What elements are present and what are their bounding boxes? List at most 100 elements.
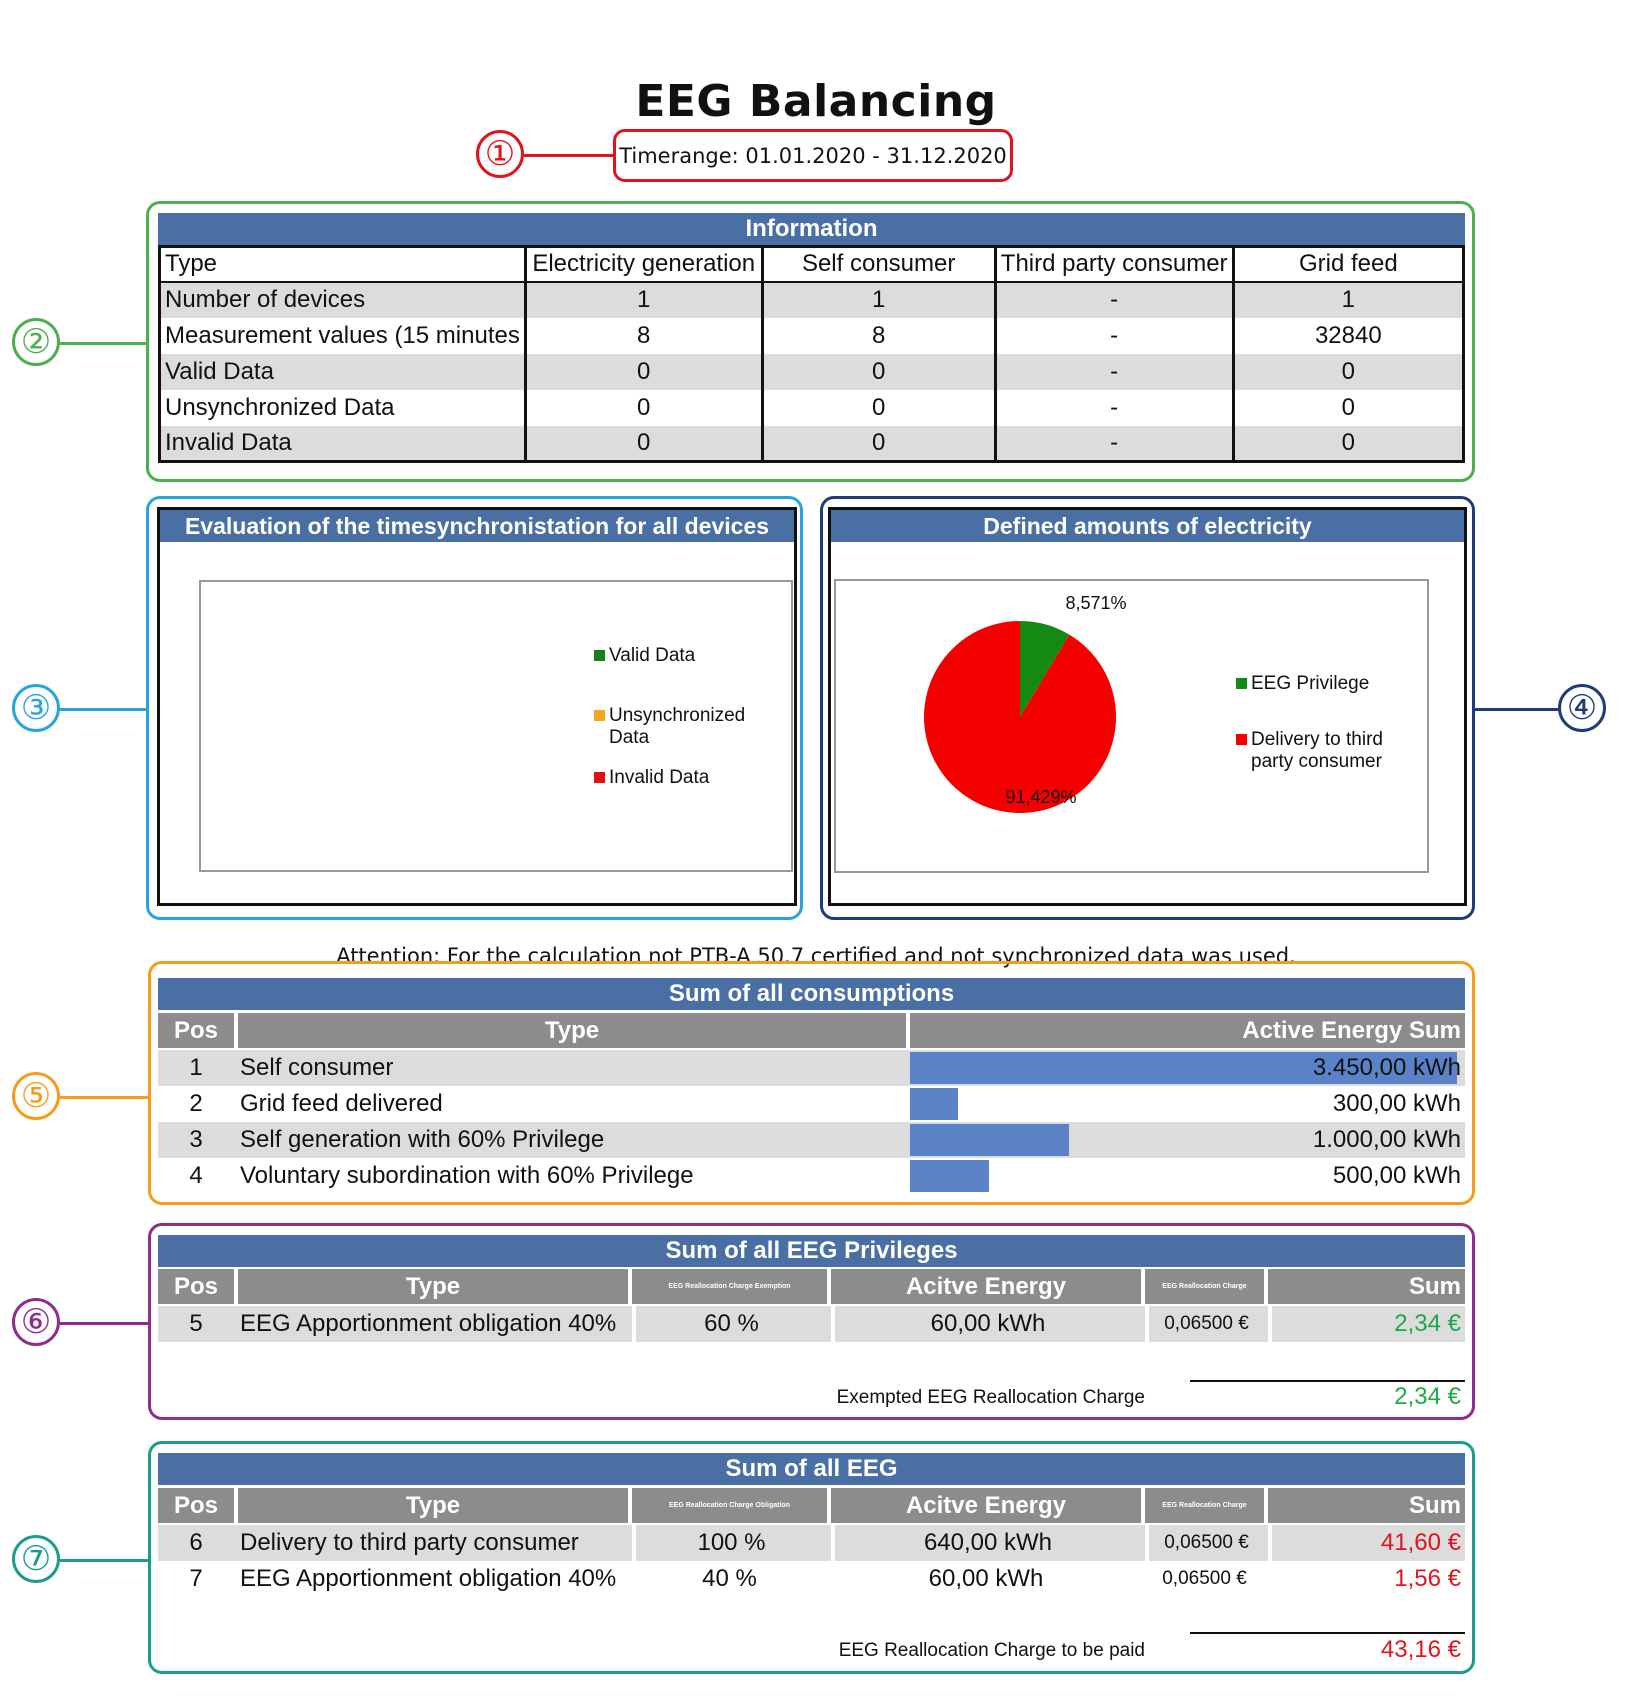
legend-label: Valid Data (609, 645, 696, 666)
callout-leader-7 (60, 1559, 150, 1562)
timesync-chart-area: Valid Data Unsynchronized Data Invalid D… (199, 580, 793, 872)
charge-cell: 0,06500 € (1145, 1306, 1264, 1342)
obligation-cell: 40 % (702, 1565, 757, 1592)
column-header: EEG Reallocation Charge (1145, 1488, 1264, 1523)
callout-marker-3: ③ (12, 684, 60, 732)
table-cell: 0 (762, 353, 997, 390)
pie-slice-delivery (923, 621, 1116, 813)
energy-bar (910, 1160, 989, 1192)
table-cell: - (995, 281, 1235, 318)
column-header: Type (238, 1013, 906, 1048)
pie-panel-title: Defined amounts of electricity (831, 510, 1464, 542)
information-table: Type Electricity generation Self consume… (158, 245, 1465, 463)
legend-swatch (1236, 734, 1247, 745)
column-header: Acitve Energy (831, 1488, 1141, 1523)
legend-label: EEG Privilege (1251, 673, 1370, 694)
eeg-title: Sum of all EEG (158, 1453, 1465, 1485)
pie-slice-eeg-privilege (1020, 621, 1070, 717)
callout-leader-6 (60, 1322, 150, 1325)
legend-item-delivery: Delivery to third party consumer (1236, 729, 1396, 773)
type-cell: Self consumer (240, 1054, 394, 1081)
energy-cell: 640,00 kWh (831, 1525, 1141, 1561)
legend-item-valid: Valid Data (594, 645, 695, 667)
pie-outline (820, 496, 1475, 920)
table-cell: 1 (525, 281, 764, 318)
table-row: Unsynchronized Data 0 0 - 0 (159, 389, 1464, 426)
callout-marker-5: ⑤ (12, 1072, 60, 1120)
pos-cell: 4 (189, 1162, 203, 1189)
column-header: Grid feed (1233, 246, 1464, 283)
energy-value: 500,00 kWh (1332, 1162, 1461, 1189)
pie-data-label: 91,429% (1005, 787, 1076, 807)
energy-bar (910, 1088, 958, 1120)
table-cell: 1 (1341, 286, 1355, 313)
type-cell: EEG Apportionment obligation 40% (240, 1565, 617, 1592)
table-cell: 1 (762, 281, 997, 318)
energy-cell: 60,00 kWh (928, 1565, 1044, 1592)
table-row: 2 Grid feed delivered 300,00 kWh (158, 1086, 1465, 1122)
table-cell: 8 (762, 317, 997, 354)
table-cell: - (995, 317, 1235, 354)
information-title: Information (158, 213, 1465, 245)
row-label: Measurement values (15 minutes (159, 317, 527, 354)
privileges-header-row: Pos Type EEG Reallocation Charge Exempti… (158, 1269, 1465, 1304)
callout-leader-1 (524, 154, 614, 157)
callout-marker-6: ⑥ (12, 1298, 60, 1346)
table-cell: 0 (762, 425, 997, 462)
table-cell: - (995, 425, 1235, 462)
legend-swatch (1236, 678, 1247, 689)
callout-marker-1: ① (476, 130, 524, 178)
table-cell: - (995, 389, 1235, 426)
legend-label: Invalid Data (609, 767, 710, 788)
energy-bar (910, 1124, 1069, 1156)
column-header: Type (238, 1488, 628, 1523)
energy-bar (910, 1052, 1457, 1084)
table-cell: 0 (762, 389, 997, 426)
pos-cell: 1 (189, 1054, 203, 1081)
exemption-cell: 60 % (632, 1306, 827, 1342)
legend-swatch (594, 710, 605, 721)
consumptions-header-row: Pos Type Active Energy Sum (158, 1013, 1465, 1048)
total-rule (1190, 1380, 1465, 1382)
table-row: Number of devices 1 1 - 1 (159, 281, 1464, 318)
callout-marker-4: ④ (1558, 684, 1606, 732)
pie-chart-area: 8,571% 91,429% EEG Privilege Delivery to… (834, 579, 1429, 873)
legend-item-unsynchronized: Unsynchronized Data (594, 705, 774, 749)
legend-item-eeg-privilege: EEG Privilege (1236, 673, 1369, 695)
column-header: Electricity generation (525, 246, 764, 283)
column-header: Third party consumer (995, 246, 1235, 283)
table-cell: - (995, 353, 1235, 390)
eeg-total-value: 43,16 € (1380, 1636, 1461, 1663)
total-rule (1190, 1632, 1465, 1634)
table-row: 3 Self generation with 60% Privilege 1.0… (158, 1122, 1465, 1158)
pos-cell: 7 (189, 1565, 203, 1592)
table-cell: 0 (1341, 357, 1355, 385)
column-header: Acitve Energy (831, 1269, 1141, 1304)
privileges-total-value: 2,34 € (1394, 1383, 1461, 1410)
row-label: Invalid Data (159, 425, 527, 462)
energy-value: 300,00 kWh (1332, 1090, 1461, 1117)
sum-cell: 2,34 € (1268, 1306, 1465, 1342)
legend-item-invalid: Invalid Data (594, 767, 709, 789)
timerange-label: Timerange: 01.01.2020 - 31.12.2020 (613, 129, 1013, 182)
energy-cell: 60,00 kWh (831, 1306, 1141, 1342)
column-header: Pos (158, 1269, 234, 1304)
row-label: Valid Data (159, 353, 527, 390)
eeg-header-row: Pos Type EEG Reallocation Charge Obligat… (158, 1488, 1465, 1523)
energy-value: 1.000,00 kWh (1312, 1126, 1461, 1153)
consumptions-outline (148, 961, 1475, 1205)
table-row: 5 EEG Apportionment obligation 40% 60 % … (158, 1306, 1465, 1342)
table-row: Invalid Data 0 0 - 0 (159, 425, 1464, 462)
type-cell: Grid feed delivered (240, 1090, 443, 1117)
privileges-title: Sum of all EEG Privileges (158, 1235, 1465, 1267)
row-label: Number of devices (159, 281, 527, 318)
pos-cell: 3 (189, 1126, 203, 1153)
sum-cell: 1,56 € (1394, 1565, 1461, 1592)
type-cell: Voluntary subordination with 60% Privile… (240, 1162, 694, 1189)
column-header: EEG Reallocation Charge (1145, 1269, 1264, 1304)
obligation-cell: 100 % (632, 1525, 827, 1561)
table-cell: 0 (525, 389, 764, 426)
page-title: EEG Balancing (635, 76, 997, 127)
pos-cell: 2 (189, 1090, 203, 1117)
pos-cell: 5 (189, 1310, 203, 1337)
